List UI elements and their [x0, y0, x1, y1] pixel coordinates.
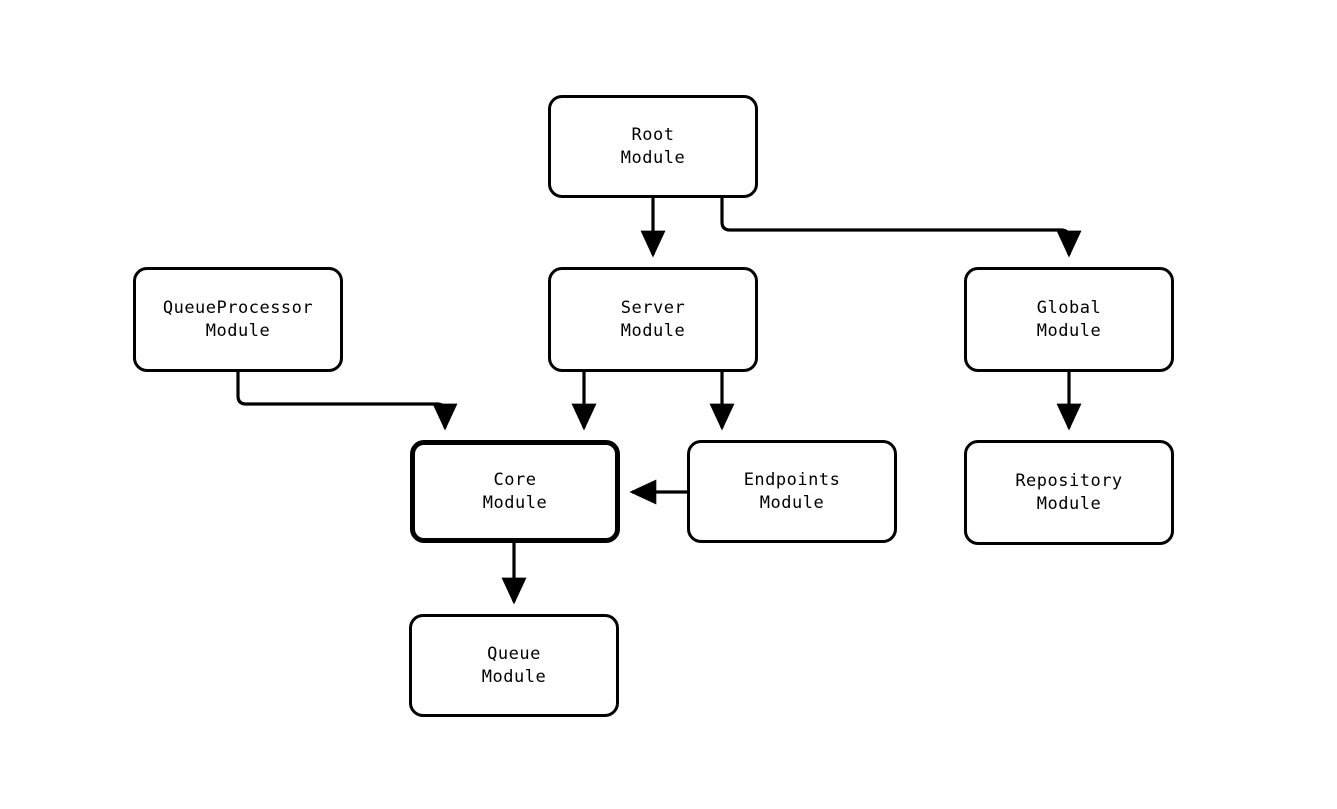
node-repository[interactable]: Repository Module — [964, 440, 1174, 545]
node-core[interactable]: Core Module — [410, 440, 620, 543]
node-queue-label: Queue Module — [481, 643, 547, 687]
edge-queueprocessor-to-core — [236, 372, 458, 431]
node-server-label: Server Module — [620, 297, 686, 341]
edge-paths — [236, 198, 1082, 605]
node-global-label: Global Module — [1036, 297, 1102, 341]
node-endpoints[interactable]: Endpoints Module — [687, 440, 897, 543]
node-queueprocessor[interactable]: QueueProcessor Module — [133, 267, 343, 372]
node-repository-label: Repository Module — [1015, 470, 1123, 514]
edge-root-to-global — [720, 198, 1082, 258]
node-queue[interactable]: Queue Module — [409, 614, 619, 717]
node-core-label: Core Module — [482, 469, 548, 513]
node-endpoints-label: Endpoints Module — [743, 469, 841, 513]
node-global[interactable]: Global Module — [964, 267, 1174, 372]
node-server[interactable]: Server Module — [548, 267, 758, 372]
node-root[interactable]: Root Module — [548, 95, 758, 198]
node-queueprocessor-label: QueueProcessor Module — [162, 297, 314, 341]
node-root-label: Root Module — [620, 124, 686, 168]
